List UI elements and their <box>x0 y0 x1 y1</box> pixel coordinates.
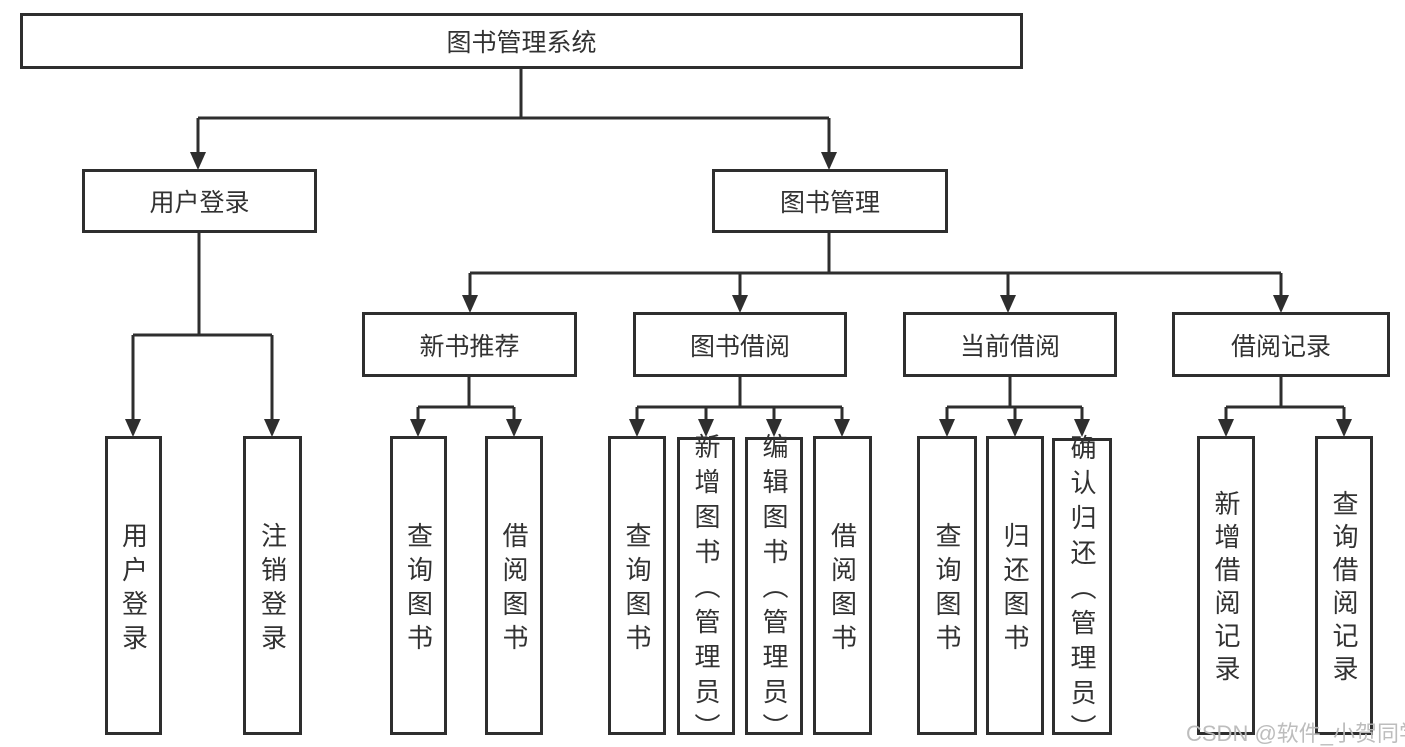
node-user-login-label: 用户登录 <box>149 189 250 217</box>
arrowhead-confirm-return-admin <box>1074 419 1090 437</box>
connector-root-to-level2 <box>196 69 831 153</box>
connector-currentborrow-to-children <box>945 377 1084 420</box>
node-user-login-action: 用户登录 <box>105 436 162 735</box>
node-current-borrowing: 当前借阅 <box>903 312 1117 377</box>
node-new-book-recommend: 新书推荐 <box>362 312 577 377</box>
arrowhead-book-borrowing <box>732 295 748 313</box>
connector-bookborrow-to-children <box>635 377 844 420</box>
node-return-book: 归还图书 <box>986 436 1044 735</box>
node-logout-action: 注销登录 <box>243 436 302 735</box>
node-confirm-return-admin-label: 确认归还（管理员） <box>1067 433 1097 747</box>
node-user-login-action-label: 用户登录 <box>118 521 149 658</box>
node-root-label: 图书管理系统 <box>446 29 597 57</box>
node-book-management-label: 图书管理 <box>779 189 880 217</box>
arrowhead-edit-book-admin <box>766 419 782 437</box>
node-add-borrow-record: 新增借阅记录 <box>1197 436 1255 735</box>
node-query-books-current-label: 查询图书 <box>932 521 962 658</box>
node-user-login: 用户登录 <box>82 169 317 233</box>
node-query-borrow-record: 查询借阅记录 <box>1315 436 1373 735</box>
connector-bookmgmt-to-level3 <box>468 233 1283 297</box>
node-query-books-current: 查询图书 <box>917 436 977 735</box>
node-edit-book-admin: 编辑图书（管理员） <box>745 433 803 747</box>
arrowhead-query-books-rec <box>410 419 426 437</box>
arrowhead-borrowing-records <box>1273 295 1289 313</box>
connector-borrowrecords-to-children <box>1224 377 1346 420</box>
arrowhead-query-books-borrow <box>629 419 645 437</box>
node-book-management: 图书管理 <box>712 169 948 233</box>
arrowhead-new-book-recommend <box>462 295 478 313</box>
node-add-borrow-record-label: 新增借阅记录 <box>1211 490 1241 688</box>
node-logout-action-label: 注销登录 <box>257 521 288 658</box>
arrowhead-user-login <box>190 152 206 170</box>
node-new-book-recommend-label: 新书推荐 <box>419 332 520 361</box>
node-query-books-borrow: 查询图书 <box>608 436 666 735</box>
node-book-borrowing: 图书借阅 <box>633 312 847 377</box>
arrowhead-return-book <box>1007 419 1023 437</box>
arrowhead-current-borrowing <box>1000 295 1016 313</box>
connector-userlogin-to-children <box>131 233 274 420</box>
node-borrow-books-borrow-label: 借阅图书 <box>827 521 858 658</box>
arrowhead-borrow-books-borrow <box>834 419 850 437</box>
arrowhead-book-management <box>821 152 837 170</box>
node-borrow-books-rec: 借阅图书 <box>485 436 543 735</box>
node-book-borrowing-label: 图书借阅 <box>689 332 790 361</box>
node-borrowing-records: 借阅记录 <box>1172 312 1390 377</box>
arrowhead-user-login-action <box>125 419 141 437</box>
node-borrowing-records-label: 借阅记录 <box>1230 332 1331 361</box>
connector-newbookrec-to-children <box>416 377 516 420</box>
node-edit-book-admin-label: 编辑图书（管理员） <box>759 433 789 747</box>
node-borrow-books-borrow: 借阅图书 <box>813 436 872 735</box>
node-root: 图书管理系统 <box>20 13 1023 69</box>
node-confirm-return-admin: 确认归还（管理员） <box>1052 434 1112 747</box>
csdn-watermark: CSDN @软件_小贺同学 <box>1186 721 1405 746</box>
node-current-borrowing-label: 当前借阅 <box>959 332 1060 361</box>
arrowhead-query-books-current <box>939 419 955 437</box>
node-borrow-books-rec-label: 借阅图书 <box>499 521 529 658</box>
node-query-books-rec: 查询图书 <box>390 436 447 735</box>
node-query-borrow-record-label: 查询借阅记录 <box>1329 490 1359 688</box>
arrowhead-add-book-admin <box>698 419 714 437</box>
arrowhead-logout-action <box>264 419 280 437</box>
node-query-books-rec-label: 查询图书 <box>403 521 434 658</box>
node-add-book-admin-label: 新增图书（管理员） <box>691 433 721 747</box>
arrowhead-borrow-books-rec <box>506 419 522 437</box>
arrowhead-add-borrow-record <box>1218 419 1234 437</box>
arrowhead-query-borrow-record <box>1336 419 1352 437</box>
node-return-book-label: 归还图书 <box>1000 521 1030 658</box>
node-add-book-admin: 新增图书（管理员） <box>677 433 735 747</box>
node-query-books-borrow-label: 查询图书 <box>622 521 652 658</box>
